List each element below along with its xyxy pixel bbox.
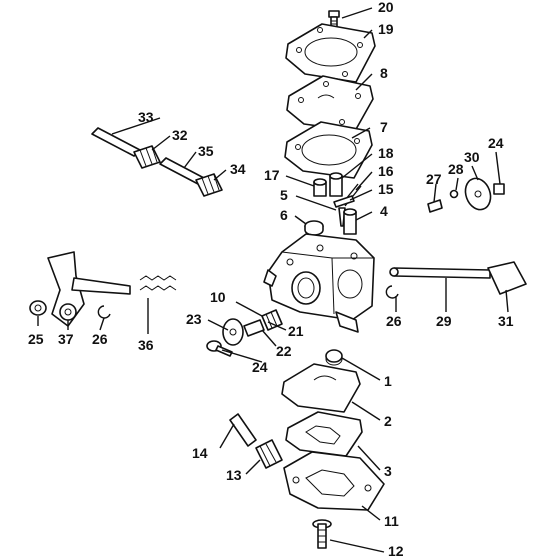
- callout-17: 17: [264, 167, 280, 183]
- part-diaphragm-2: [281, 363, 361, 413]
- part-pump-cover-19: [285, 23, 376, 83]
- part-6: [304, 220, 324, 236]
- part-4: [343, 208, 357, 235]
- callout-25: 25: [28, 331, 44, 347]
- callout-13: 13: [226, 467, 242, 483]
- callout-24-upper: 24: [488, 135, 504, 151]
- part-gasket-3: [285, 411, 363, 457]
- part-screw-12: [312, 519, 332, 549]
- part-eclip-26-left: [97, 305, 111, 319]
- part-spring-32: [133, 145, 161, 169]
- part-spring-13: [255, 439, 283, 469]
- callout-10: 10: [210, 289, 226, 305]
- callout-12: 12: [388, 543, 404, 559]
- callout-32: 32: [172, 127, 188, 143]
- callout-8: 8: [380, 65, 388, 81]
- part-carburetor-body: [263, 233, 375, 333]
- part-spring-36: [139, 275, 177, 291]
- callout-20: 20: [378, 0, 394, 15]
- part-washer-23: [222, 318, 244, 346]
- callout-14: 14: [192, 445, 208, 461]
- callout-23: 23: [186, 311, 202, 327]
- callout-34: 34: [230, 161, 246, 177]
- part-screw-14: [229, 413, 257, 447]
- part-fitting-18: [329, 172, 343, 197]
- callout-36: 36: [138, 337, 154, 353]
- callout-16: 16: [378, 163, 394, 179]
- callout-3: 3: [384, 463, 392, 479]
- callout-26-right: 26: [386, 313, 402, 329]
- part-lever-30: [464, 177, 492, 211]
- part-screw-21: [243, 319, 265, 337]
- callout-labels: 20 19 8 7 18 16 15 4 17 5 6 33 32 35 34 …: [28, 0, 514, 559]
- callout-30: 30: [464, 149, 480, 165]
- part-lever-31: [487, 261, 527, 295]
- part-washer-28: [449, 189, 459, 199]
- leader-lines: [37, 7, 509, 553]
- callout-31: 31: [498, 313, 514, 329]
- callout-2: 2: [384, 413, 392, 429]
- part-screw-24-lower: [206, 340, 233, 357]
- callout-7: 7: [380, 119, 388, 135]
- callout-35: 35: [198, 143, 214, 159]
- callout-15: 15: [378, 181, 394, 197]
- part-screw-27: [427, 199, 443, 213]
- callout-24-lower: 24: [252, 359, 268, 375]
- callout-33: 33: [138, 109, 154, 125]
- part-lever-15: [333, 195, 355, 208]
- callout-4: 4: [380, 203, 388, 219]
- callout-28: 28: [448, 161, 464, 177]
- part-valve-1: [325, 349, 343, 366]
- callout-37: 37: [58, 331, 74, 347]
- part-screw-24-upper: [493, 183, 505, 195]
- callout-29: 29: [436, 313, 452, 329]
- part-plate-11: [283, 451, 385, 511]
- callout-6: 6: [280, 207, 288, 223]
- part-bushing-25: [29, 300, 47, 316]
- part-pump-diaphragm-8: [286, 75, 374, 132]
- part-lever-37: [47, 251, 131, 327]
- callout-21: 21: [288, 323, 304, 339]
- callout-27: 27: [426, 171, 442, 187]
- callout-19: 19: [378, 21, 394, 37]
- part-17: [313, 178, 327, 197]
- callout-18: 18: [378, 145, 394, 161]
- callout-1: 1: [384, 373, 392, 389]
- callout-5: 5: [280, 187, 288, 203]
- callout-26-left: 26: [92, 331, 108, 347]
- part-gasket-7: [284, 121, 373, 179]
- part-spring-10: [261, 309, 283, 331]
- callout-11: 11: [384, 513, 399, 529]
- callout-22: 22: [276, 343, 292, 359]
- part-shaft-29: [389, 267, 491, 279]
